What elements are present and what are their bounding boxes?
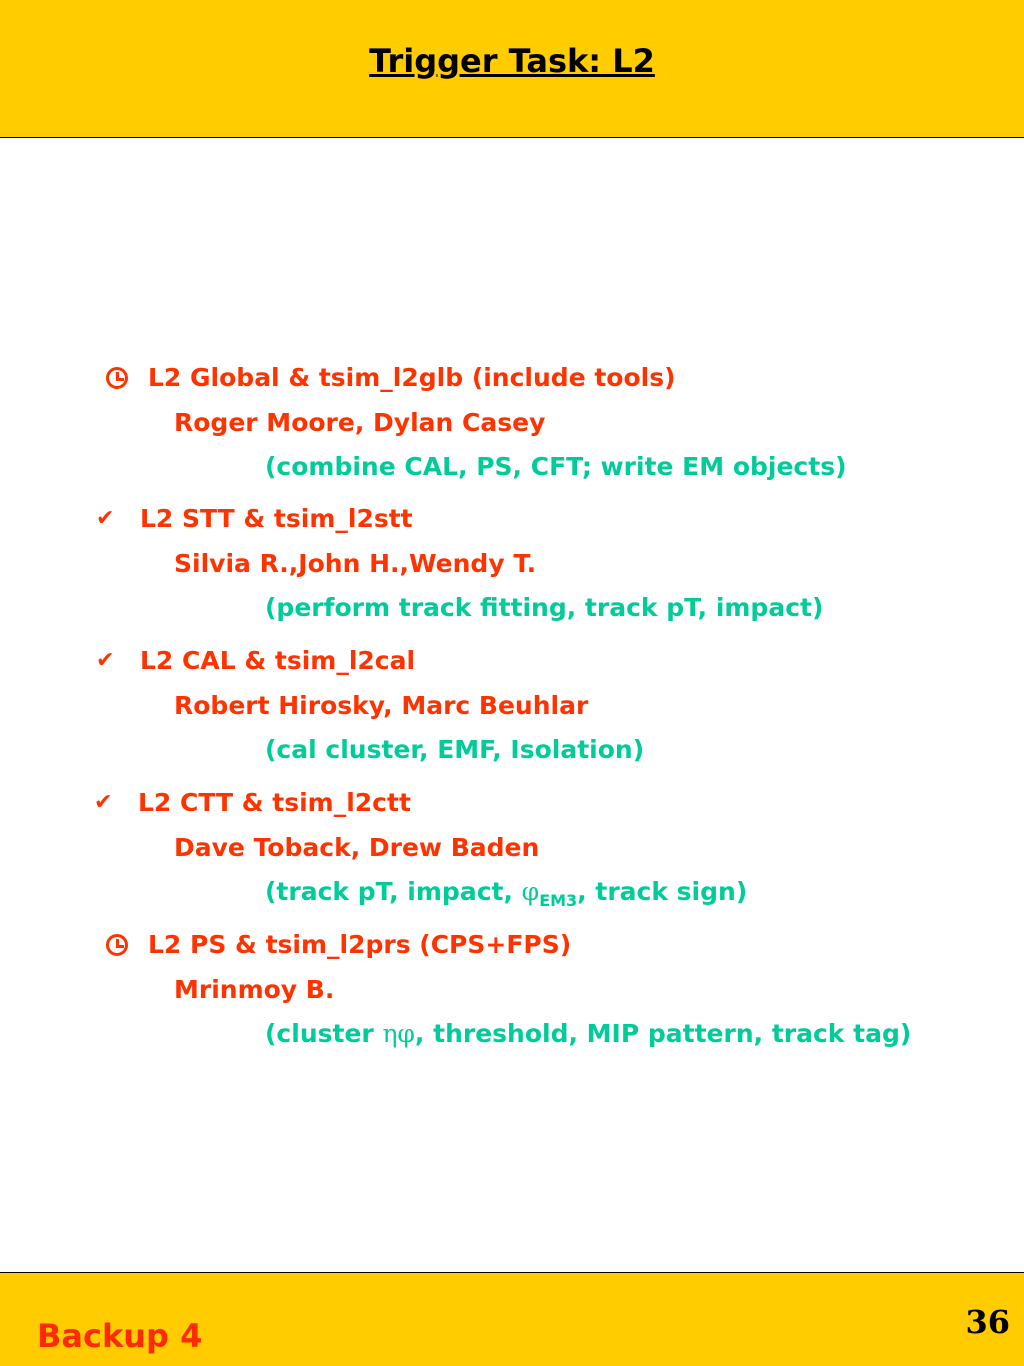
header-banner: Trigger Task: L2 [0, 0, 1024, 138]
checkmark-icon: ✔ [96, 506, 115, 531]
item-heading: L2 STT & tsim_l2stt [140, 504, 413, 533]
clock-icon [106, 367, 128, 389]
item-people: Mrinmoy B. [174, 975, 335, 1004]
footer-label: Backup 4 [37, 1317, 203, 1355]
item-details: (cluster ηφ, threshold, MIP pattern, tra… [265, 1019, 912, 1048]
checkmark-icon: ✔ [96, 648, 115, 673]
clock-icon [106, 934, 128, 956]
page-title: Trigger Task: L2 [369, 42, 655, 80]
item-heading: L2 PS & tsim_l2prs (CPS+FPS) [148, 930, 572, 959]
item-people: Dave Toback, Drew Baden [174, 833, 540, 862]
footer-banner: Backup 4 36 [0, 1272, 1024, 1366]
checkmark-icon: ✔ [94, 790, 113, 815]
item-details: (combine CAL, PS, CFT; write EM objects) [265, 452, 847, 481]
item-heading: L2 Global & tsim_l2glb (include tools) [148, 363, 676, 392]
item-people: Robert Hirosky, Marc Beuhlar [174, 691, 589, 720]
item-details: (perform track fitting, track pT, impact… [265, 593, 824, 622]
item-details: (track pT, impact, φEM3, track sign) [265, 877, 748, 910]
item-details: (cal cluster, EMF, Isolation) [265, 735, 645, 764]
page-number: 36 [965, 1303, 1010, 1341]
item-heading: L2 CTT & tsim_l2ctt [138, 788, 411, 817]
item-people: Silvia R.,John H.,Wendy T. [174, 549, 537, 578]
item-people: Roger Moore, Dylan Casey [174, 408, 546, 437]
item-heading: L2 CAL & tsim_l2cal [140, 646, 416, 675]
